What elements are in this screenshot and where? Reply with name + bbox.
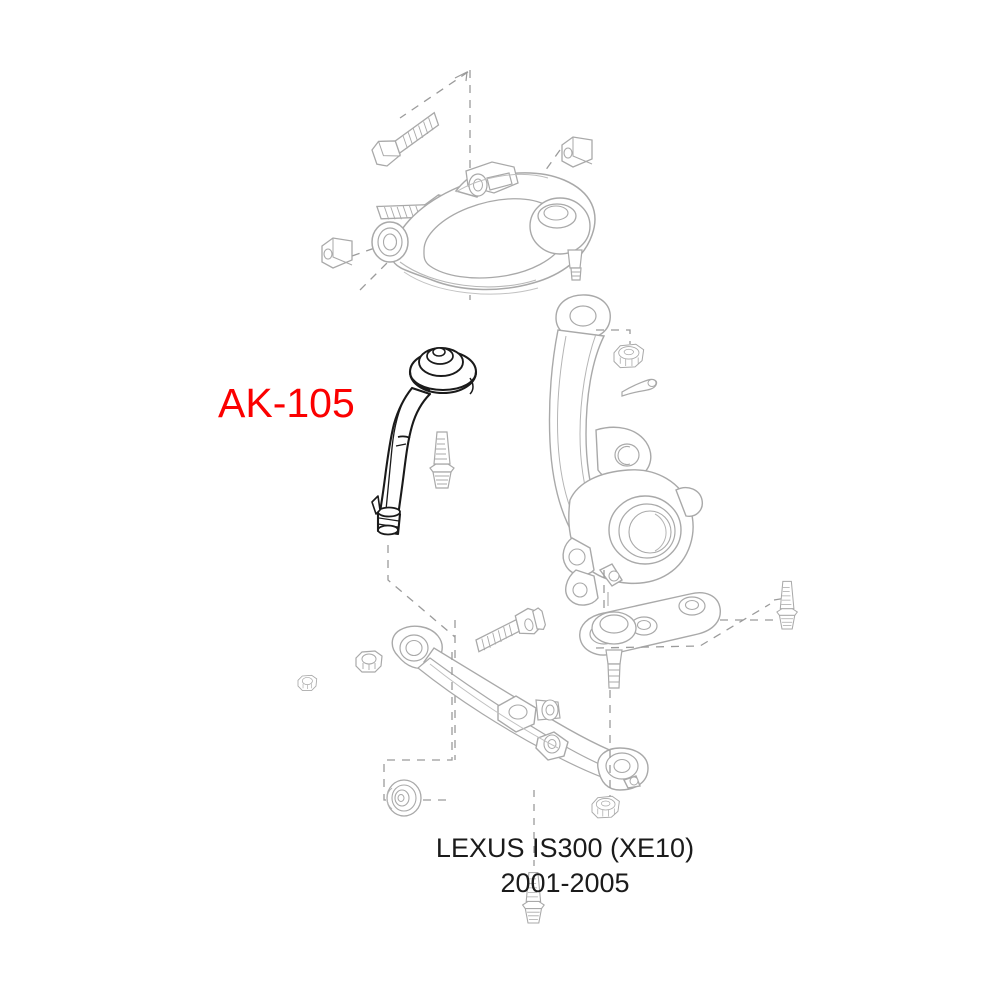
vehicle-model-line1: LEXUS IS300 (XE10) (435, 833, 695, 863)
assembly-dash-lines-tierod (387, 545, 456, 760)
part-number-label: AK-105 (218, 380, 355, 426)
lower-arm-bolt (475, 607, 547, 653)
assembly-dash-lines-knuckle (596, 329, 631, 344)
lower-ball-joint (579, 592, 721, 689)
steering-knuckle (548, 294, 703, 606)
cotter-pin (621, 378, 658, 397)
upper-control-arm (371, 161, 596, 295)
lower-arm-washer (386, 779, 422, 817)
vehicle-model-line2: 2001-2005 (500, 868, 630, 898)
lower-control-arm (391, 625, 649, 791)
assembly-dash-lines-balljoint (595, 570, 791, 798)
